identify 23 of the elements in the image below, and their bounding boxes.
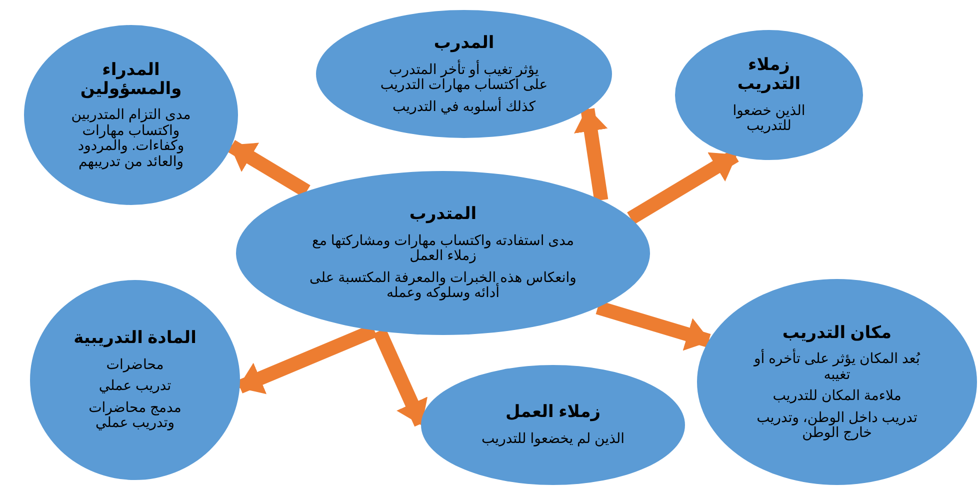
- topic-description: وانعكاس هذه الخبرات والمعرفة المكتسبة على أدائه وسلوكه وعمله: [308, 270, 578, 301]
- topic-description: تدريب داخل الوطن، وتدريب خارج الوطن: [756, 410, 918, 440]
- topic-heading: المادة التدريبية: [74, 329, 196, 348]
- topic-heading: المتدرب: [409, 205, 477, 224]
- topic-description: كذلك أسلوبه في التدريب: [392, 98, 536, 114]
- block-arrow: [574, 107, 608, 202]
- topic-description: مدى التزام المتدربين واكتساب مهارات وكفاءات. والمردود والعائد من تدريبهم: [70, 107, 192, 169]
- topic-description: ملاءمة المكان للتدريب: [772, 388, 902, 404]
- topic-heading: زملاء التدريب: [736, 56, 802, 94]
- topic-description: تدريب عملي: [98, 378, 172, 394]
- topic-heading: مكان التدريب: [782, 324, 892, 342]
- topic-description: يؤثر تغيب أو تأخر المتدرب على اكتساب مهارات التدريب: [379, 62, 549, 93]
- topic-description: مدى استفادته واكتساب مهارات ومشاركتها مع زملاء العمل: [311, 233, 575, 264]
- topic-heading: المدرب: [434, 34, 494, 53]
- topic-description: الذين لم يخضعوا للتدريب: [481, 431, 625, 447]
- block-arrow: [596, 300, 711, 351]
- topic-description: مدمج محاضرات وتدريب عملي: [88, 400, 182, 431]
- block-arrow: [627, 150, 739, 224]
- topic-description: محاضرات: [106, 357, 164, 372]
- topic-description: الذين خضعوا للتدريب: [732, 102, 806, 134]
- topic-heading: زملاء العمل: [506, 403, 601, 422]
- topic-description: بُعد المكان يؤثر على تأخره أو تغيبه: [752, 351, 922, 382]
- topic-heading: المدراء والمسؤولين: [79, 61, 183, 98]
